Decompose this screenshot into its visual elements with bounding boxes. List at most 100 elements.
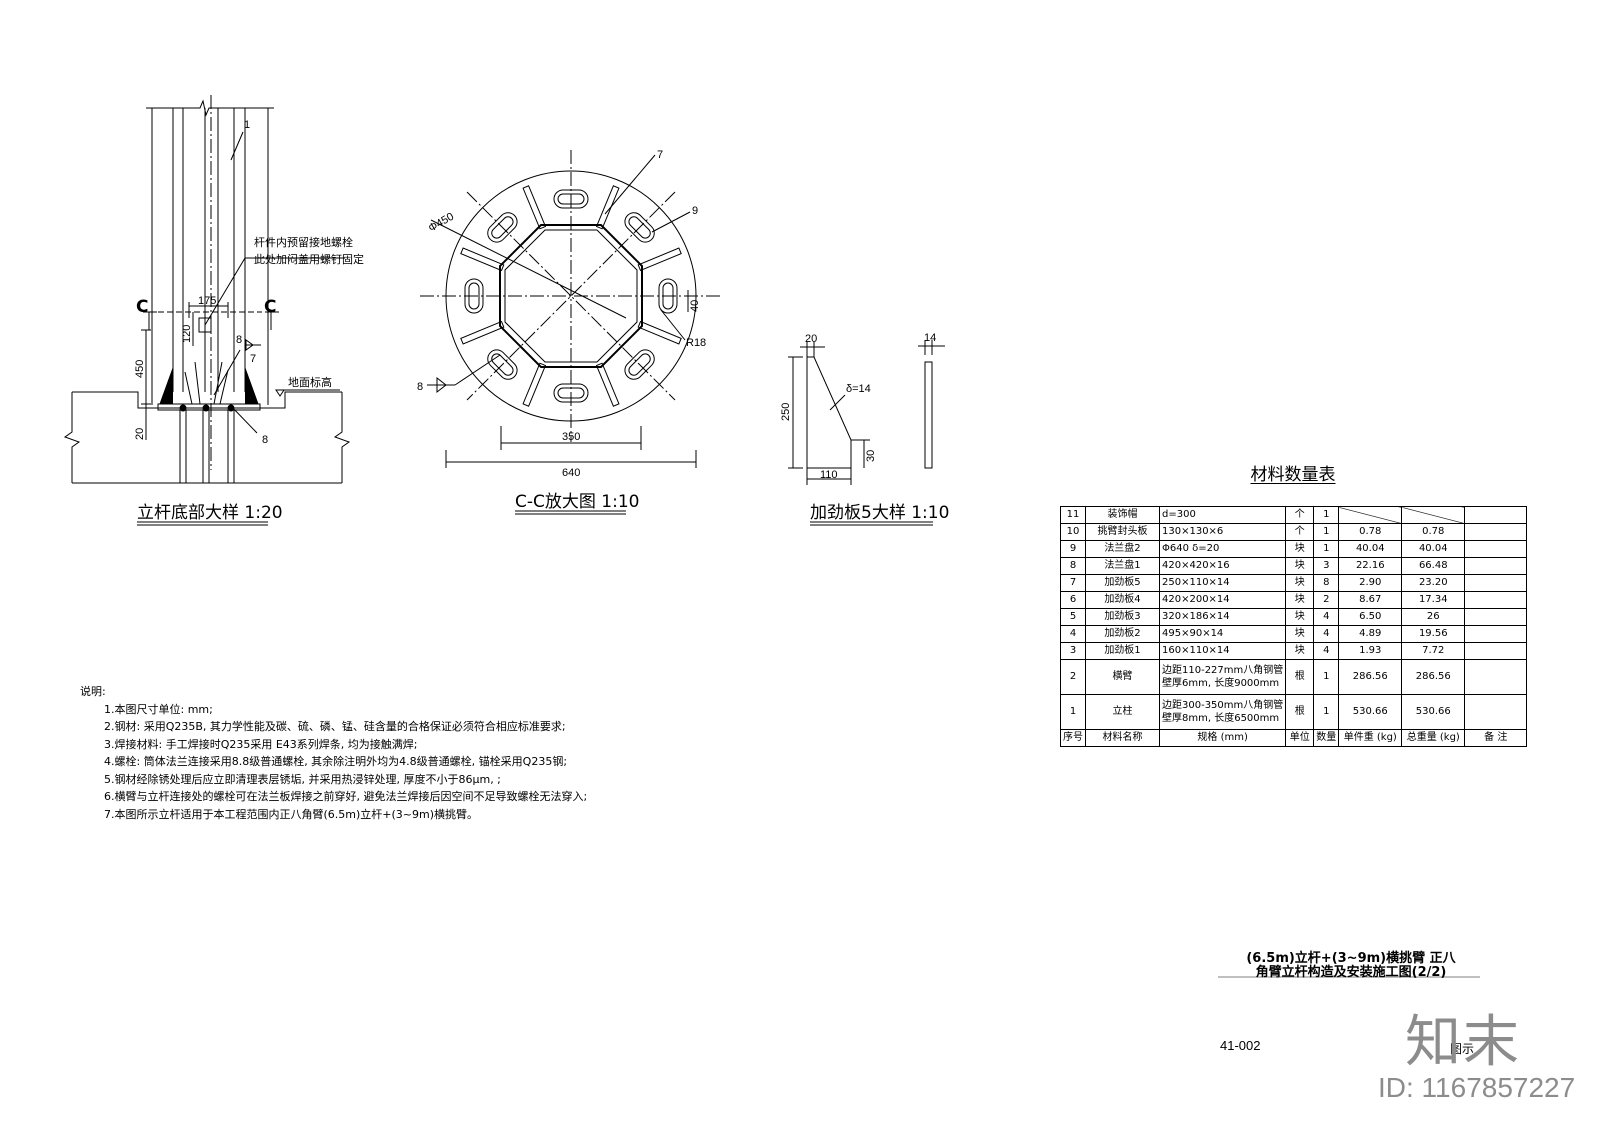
dim-20: 20	[134, 428, 146, 440]
table-cell-remark	[1464, 540, 1528, 558]
table-cell-unit: 根	[1285, 659, 1315, 695]
table-header-cell: 总重量 (kg)	[1401, 729, 1466, 747]
section-cc-view	[420, 150, 722, 515]
table-cell-unit-w: 40.04	[1338, 540, 1403, 558]
bolt-slot	[487, 212, 518, 243]
spec-line2: 壁厚8mm, 长度6500mm	[1162, 713, 1280, 724]
table-cell-remark	[1464, 557, 1528, 575]
table-cell-no: 9	[1060, 540, 1086, 558]
weld-8-bottom: 8	[262, 434, 268, 446]
stiffener-rib	[460, 320, 505, 345]
rib-dim-20: 20	[805, 333, 817, 345]
table-cell-total-w: 286.56	[1401, 659, 1466, 695]
table-cell-qty: 8	[1313, 574, 1340, 592]
table-cell-spec: 边距300-350mm八角钢管壁厚8mm, 长度6500mm	[1158, 694, 1287, 730]
table-cell-unit: 块	[1285, 574, 1315, 592]
table-cell-no: 11	[1060, 506, 1086, 524]
table-cell-unit-w: 1.93	[1338, 642, 1403, 660]
table-cell-name: 加劲板5	[1085, 574, 1160, 592]
table-cell-unit-w: 0.78	[1338, 523, 1403, 541]
table-cell-unit-w: 22.16	[1338, 557, 1403, 575]
dim-350: 350	[562, 431, 580, 443]
grounding-note-line1: 杆件内预留接地螺栓	[254, 235, 353, 249]
table-cell-total-w: 23.20	[1401, 574, 1466, 592]
section-title: C-C放大图 1:10	[515, 492, 639, 512]
table-cell-unit: 块	[1285, 540, 1315, 558]
design-notes: 说明: 1.本图尺寸单位: mm; 2.钢材: 采用Q235B, 其力学性能及碳…	[80, 683, 700, 823]
table-header-cell: 材料名称	[1085, 729, 1160, 747]
ground-level-label: 地面标高	[288, 375, 332, 389]
stiffener-rib	[522, 185, 547, 230]
table-header-cell: 序号	[1060, 729, 1086, 747]
bolt-slot	[553, 383, 589, 403]
table-cell-remark	[1464, 523, 1528, 541]
stiffener-rib	[595, 185, 620, 230]
table-cell-total-w: 530.66	[1401, 694, 1466, 730]
note-item: 6.横臂与立杆连接处的螺栓可在法兰板焊接之前穿好, 避免法兰焊接后因空间不足导致…	[104, 790, 588, 803]
table-cell-unit-w: 530.66	[1338, 694, 1403, 730]
table-cell-spec: 420×200×14	[1158, 591, 1287, 609]
drawing-title-line1: (6.5m)立杆+(3~9m)横挑臂 正八	[1246, 951, 1456, 966]
bolt-slot	[658, 278, 678, 314]
note-item: 3.焊接材料: 手工焊接时Q235采用 E43系列焊条, 均为接触满焊;	[104, 737, 418, 751]
dim-640: 640	[562, 467, 580, 479]
table-cell-unit-w: 6.50	[1338, 608, 1403, 626]
table-cell-unit-w: 2.90	[1338, 574, 1403, 592]
table-cell-name: 加劲板3	[1085, 608, 1160, 626]
table-cell-remark	[1464, 574, 1528, 592]
table-header-cell: 备 注	[1464, 729, 1528, 747]
spec-line1: 边距110-227mm八角钢管	[1162, 665, 1284, 676]
bolt-slot	[464, 278, 484, 314]
table-cell-unit-w	[1338, 506, 1403, 524]
dia-450-label: Φ450	[427, 211, 457, 235]
table-cell-remark	[1464, 608, 1528, 626]
table-cell-name: 加劲板1	[1085, 642, 1160, 660]
table-cell-spec: Φ640 δ=20	[1158, 540, 1287, 558]
table-cell-qty: 4	[1313, 642, 1340, 660]
table-cell-spec: d=300	[1158, 506, 1287, 524]
table-cell-unit: 个	[1285, 506, 1315, 524]
table-cell-spec: 420×420×16	[1158, 557, 1287, 575]
table-cell-spec: 250×110×14	[1158, 574, 1287, 592]
brand-id-text: ID: 1167857227	[1378, 1072, 1576, 1103]
table-cell-name: 横臂	[1085, 659, 1160, 695]
table-cell-total-w	[1401, 506, 1466, 524]
table-header-cell: 数量	[1313, 729, 1340, 747]
table-cell-remark	[1464, 694, 1528, 730]
table-cell-name: 装饰帽	[1085, 506, 1160, 524]
table-cell-spec: 边距110-227mm八角钢管壁厚6mm, 长度9000mm	[1158, 659, 1287, 695]
spec-line1: 边距300-350mm八角钢管	[1162, 700, 1284, 711]
table-cell-qty: 4	[1313, 625, 1340, 643]
bolt-slot	[624, 212, 655, 243]
base-detail-title: 立杆底部大样 1:20	[137, 503, 283, 523]
bolt-slot	[553, 189, 589, 209]
material-table-title: 材料数量表	[1250, 465, 1336, 485]
table-cell-qty: 1	[1313, 523, 1340, 541]
table-cell-unit: 块	[1285, 625, 1315, 643]
spec-line2: 壁厚6mm, 长度9000mm	[1162, 678, 1280, 689]
table-cell-qty: 1	[1313, 506, 1340, 524]
rib-dim-14: 14	[924, 332, 936, 344]
table-cell-no: 5	[1060, 608, 1086, 626]
section-part-7: 7	[657, 149, 663, 161]
table-cell-name: 加劲板2	[1085, 625, 1160, 643]
rib-thickness: δ=14	[846, 383, 871, 395]
table-cell-unit: 根	[1285, 694, 1315, 730]
stiffener-rib	[637, 247, 682, 272]
table-cell-remark	[1464, 591, 1528, 609]
rib-detail-view	[788, 340, 945, 526]
table-cell-unit: 块	[1285, 608, 1315, 626]
table-cell-name: 法兰盘2	[1085, 540, 1160, 558]
table-header-row: 序号材料名称规格 (mm)单位数量单件重 (kg)总重量 (kg)备 注	[1060, 729, 1528, 747]
table-cell-no: 3	[1060, 642, 1086, 660]
table-cell-no: 7	[1060, 574, 1086, 592]
note-item: 1.本图尺寸单位: mm;	[104, 702, 213, 716]
table-cell-qty: 4	[1313, 608, 1340, 626]
stiffener-rib	[637, 320, 682, 345]
